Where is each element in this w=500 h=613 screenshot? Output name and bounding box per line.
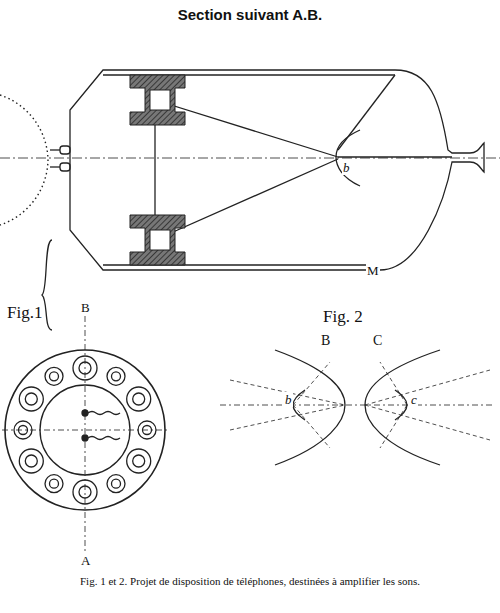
telephone-circle xyxy=(19,449,43,473)
telephone-circle xyxy=(79,362,91,374)
part-label: B xyxy=(320,333,331,349)
part-label: B xyxy=(80,300,91,315)
part-label: M xyxy=(366,263,380,278)
telephone-circle xyxy=(73,356,97,380)
telephone-circle xyxy=(112,372,121,381)
part-label: C xyxy=(372,333,383,349)
telephone-circle xyxy=(50,372,59,381)
telephone-circle xyxy=(133,455,145,467)
telephone-circle xyxy=(133,393,145,405)
telephone-circle xyxy=(79,486,91,498)
telephone-circle xyxy=(25,393,37,405)
part-label: Fig.1 xyxy=(6,303,43,322)
part-label: A xyxy=(80,553,91,568)
part-label: b xyxy=(284,392,293,407)
telephone-circle xyxy=(19,426,28,435)
telephone-circle xyxy=(143,426,152,435)
telephone-circle xyxy=(112,479,121,488)
part-label: Fig. 2 xyxy=(322,307,364,326)
telephone-circle xyxy=(25,455,37,467)
telephone-circle xyxy=(127,449,151,473)
part-label: c xyxy=(410,392,418,407)
figure-title: Section suivant A.B. xyxy=(0,6,500,23)
part-label: b xyxy=(342,160,351,175)
telephone-circle xyxy=(73,480,97,504)
telephone-circle xyxy=(107,475,125,493)
telephone-circle xyxy=(127,387,151,411)
telephone-circle xyxy=(45,367,63,385)
telephone-circle xyxy=(14,421,32,439)
telephone-circle xyxy=(107,367,125,385)
telephone-circle xyxy=(19,387,43,411)
telephone-circle xyxy=(138,421,156,439)
figure-caption: Fig. 1 et 2. Projet de disposition de té… xyxy=(0,574,500,588)
telephone-circle xyxy=(50,479,59,488)
telephone-circle xyxy=(45,475,63,493)
